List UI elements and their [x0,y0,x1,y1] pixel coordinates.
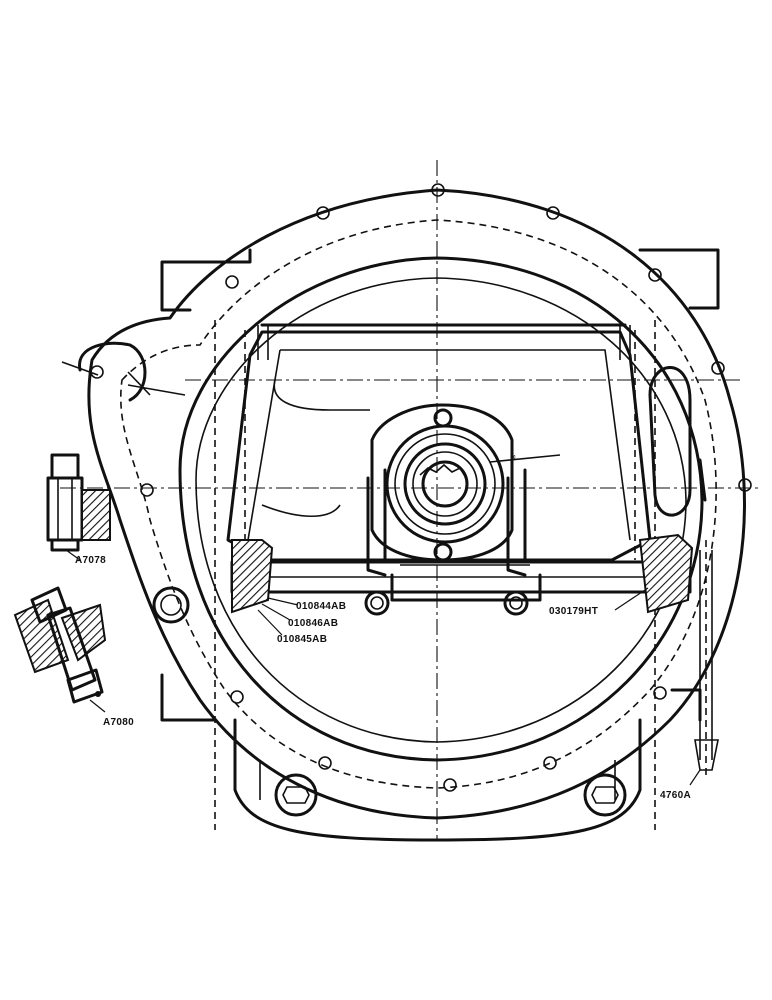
callout-a7080: A7080 [103,717,134,728]
callout-030179ht: 030179HT [549,606,598,617]
bearing-retainer: ¢ [370,403,561,562]
bolt-a7078-detail [46,453,111,561]
right-oval-slot [648,366,707,517]
bolt-a7080-detail [13,586,107,713]
flange-bolt-holes [90,183,752,792]
callout-leaders [257,587,649,636]
callout-labels: A7078 A7080 010844AB 010846AB 010845AB 0… [75,555,691,801]
callout-010845ab: 010845AB [277,634,327,645]
cover-plate [226,323,652,562]
lower-bolt-bosses [274,773,627,817]
left-boss [152,586,190,624]
callout-4760a: 4760A [660,790,691,801]
bell-housing-flange [87,188,746,820]
support-brackets [366,468,542,602]
rod-4760a-detail [689,540,719,786]
center-lines [60,160,760,840]
callout-a7078: A7078 [75,555,106,566]
svg-text:¢: ¢ [513,455,516,461]
callout-010846ab: 010846AB [288,618,338,629]
left-ear [61,341,186,402]
cross-shaft [230,533,694,616]
lower-skirt [233,718,642,842]
callout-010844ab: 010844AB [296,601,346,612]
